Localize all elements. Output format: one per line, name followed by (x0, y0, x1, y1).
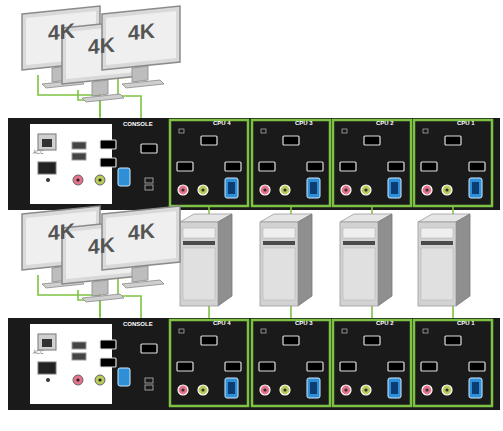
cpu-port-label: CPU 3 (295, 120, 313, 126)
panel-label: CONSOLE (123, 321, 153, 327)
monitor-label: 4K (48, 220, 75, 244)
port-label: ACC (33, 350, 44, 355)
monitor-label: 4K (48, 20, 75, 44)
monitor-label: 4K (128, 220, 155, 244)
monitor-label: 4K (88, 34, 115, 58)
cpu-port-label: CPU 4 (213, 120, 231, 126)
cpu-port-label: CPU 1 (457, 320, 475, 326)
monitor-label: 4K (128, 20, 155, 44)
port-label: ACC (33, 150, 44, 155)
cpu-port-label: CPU 3 (295, 320, 313, 326)
cpu-port-label: CPU 4 (213, 320, 231, 326)
panel-label: CONSOLE (123, 121, 153, 127)
cpu-port-label: CPU 2 (376, 120, 394, 126)
monitor-label: 4K (88, 234, 115, 258)
cpu-port-label: CPU 2 (376, 320, 394, 326)
cpu-port-label: CPU 1 (457, 120, 475, 126)
